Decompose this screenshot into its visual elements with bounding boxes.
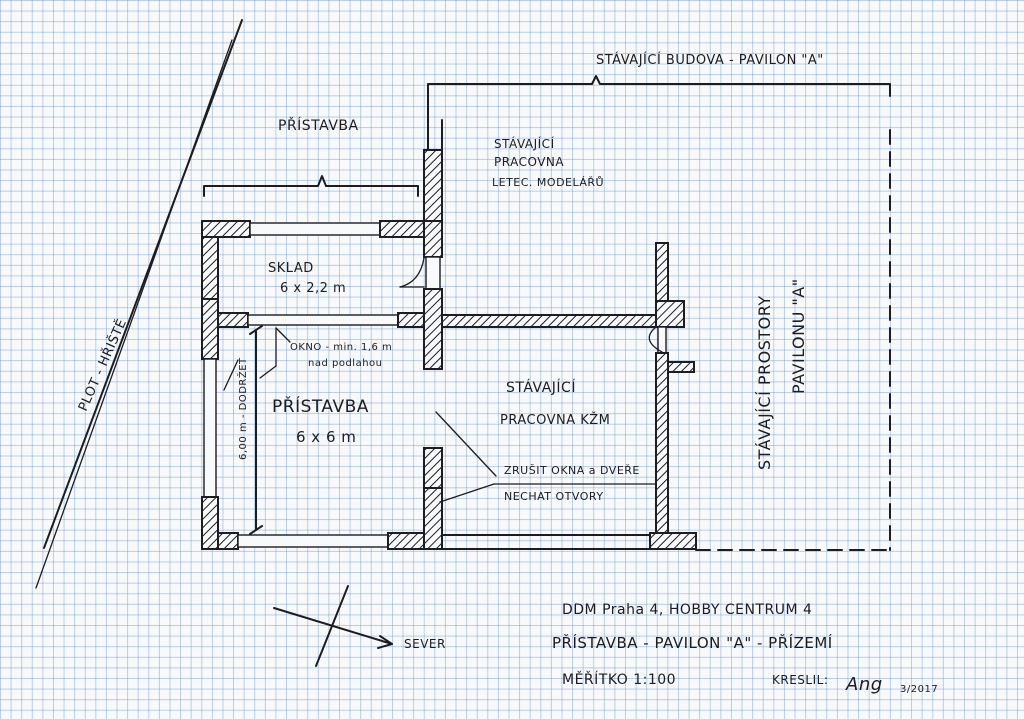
pavilion-spaces-line2: PAVILONU "A" <box>789 278 808 394</box>
window-note-line2: nad podlahou <box>308 358 383 369</box>
storage-name: SKLAD <box>268 261 314 276</box>
fence-lines <box>35 19 243 589</box>
kzm-office-line1: STÁVAJÍCÍ <box>506 379 576 396</box>
north-arrow <box>273 585 393 667</box>
dimension-label: 6,00 m - DODRŽET <box>236 357 249 460</box>
cancel-line2: NECHAT OTVORY <box>504 490 604 503</box>
title-date: 3/2017 <box>900 684 938 695</box>
extension-room-name: PŘÍSTAVBA <box>272 395 369 417</box>
existing-building-brace <box>427 75 891 97</box>
window-note-pointer <box>223 327 291 391</box>
existing-office-line3: LETEC. MODELÁŘŮ <box>492 176 604 189</box>
window-note-line1: OKNO - min. 1,6 m <box>290 342 392 353</box>
storage-door <box>399 257 425 288</box>
dimension-6m <box>249 325 263 535</box>
title-scale: MĚŘÍTKO 1:100 <box>562 671 676 688</box>
cancel-line1: ZRUŠIT OKNA a DVEŘE <box>504 464 640 477</box>
extension-walls <box>201 220 427 550</box>
pavilion-spaces-line1: STÁVAJÍCÍ PROSTORY <box>755 295 774 470</box>
extension-brace <box>203 175 419 197</box>
north-label: SEVER <box>404 637 446 651</box>
existing-office-line1: STÁVAJÍCÍ <box>494 136 555 151</box>
extension-top-label: PŘÍSTAVBA <box>278 117 359 134</box>
title-line2: PŘÍSTAVBA - PAVILON "A" - PŘÍZEMÍ <box>552 633 833 652</box>
kzm-office-walls <box>441 242 697 550</box>
storage-size: 6 x 2,2 m <box>280 281 346 296</box>
existing-building-boundary <box>695 129 891 551</box>
extension-room-size: 6 x 6 m <box>296 428 356 446</box>
kzm-office-line2: PRACOVNA KŽM <box>500 412 610 428</box>
existing-wall-left <box>423 95 443 550</box>
existing-office-line2: PRACOVNA <box>494 155 564 169</box>
cancel-arrows <box>435 411 657 503</box>
title-signature: Ang <box>845 674 883 695</box>
existing-building-label: STÁVAJÍCÍ BUDOVA - PAVILON "A" <box>596 52 824 68</box>
title-drawn-by: KRESLIL: <box>772 673 828 687</box>
fence-label: PLOT - HŘIŠTĚ <box>75 316 130 413</box>
title-line1: DDM Praha 4, HOBBY CENTRUM 4 <box>562 602 812 618</box>
